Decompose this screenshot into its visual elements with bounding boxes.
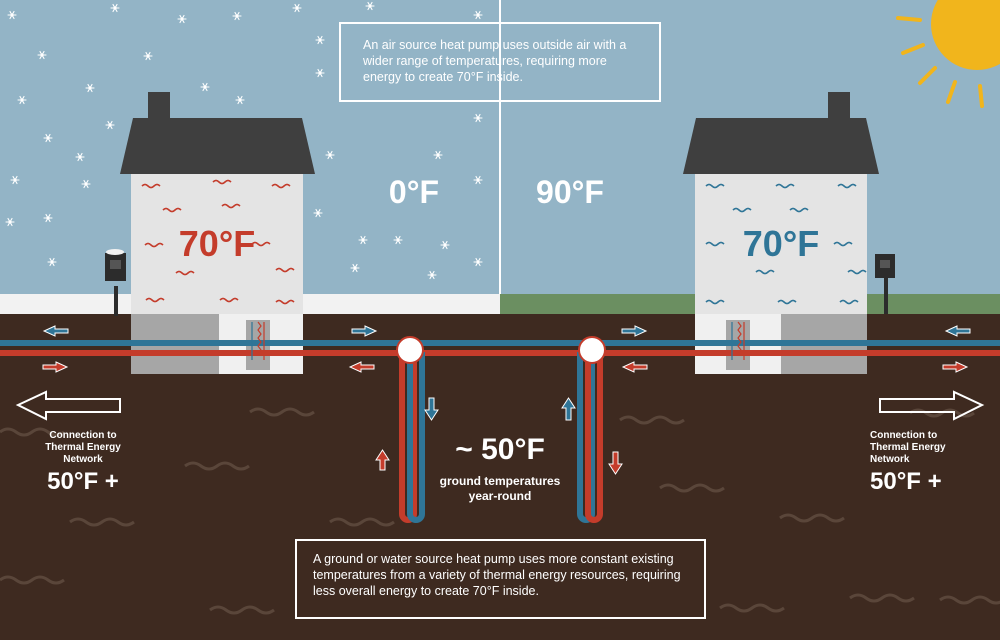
right-house (683, 92, 895, 374)
right-roof (683, 118, 879, 174)
left-indoor-temp: 70°F (178, 223, 256, 264)
ground-source-info-box: A ground or water source heat pump uses … (295, 539, 706, 619)
right-network-label: Connection to Thermal Energy Network (870, 430, 946, 465)
right-chimney (828, 92, 850, 122)
right-network-arrow-icon (879, 390, 985, 421)
left-roof (120, 118, 315, 174)
right-indoor-temp: 70°F (742, 223, 820, 264)
ground-source-info-text: A ground or water source heat pump uses … (313, 552, 681, 598)
ground-temp: ~ 50°F (455, 433, 545, 466)
outdoor-cold-temp: 0°F (388, 174, 440, 210)
outdoor-hot-temp: 90°F (536, 174, 604, 210)
ground-loop-left (399, 352, 425, 523)
left-thermostat-icon (105, 249, 126, 316)
left-chimney (148, 92, 170, 122)
loop-connector-right (578, 336, 606, 364)
heat-pump-coil (251, 321, 745, 360)
ground-loop-right (577, 352, 603, 523)
right-network-temp: 50°F + (870, 468, 942, 495)
air-source-info-text: An air source heat pump uses outside air… (363, 38, 627, 84)
network-pipes (0, 340, 1000, 356)
sun-icon (896, 0, 1000, 108)
left-network-temp: 50°F + (47, 468, 119, 495)
left-network-label: Connection to Thermal Energy Network (45, 430, 121, 465)
left-network-arrow-icon (15, 390, 121, 421)
ground-caption: ground temperatures year-round (439, 474, 561, 503)
arrow-icon (42, 325, 971, 475)
right-thermostat-icon (875, 254, 895, 314)
loop-connector-left (396, 336, 424, 364)
air-source-info-box: An air source heat pump uses outside air… (339, 22, 661, 102)
